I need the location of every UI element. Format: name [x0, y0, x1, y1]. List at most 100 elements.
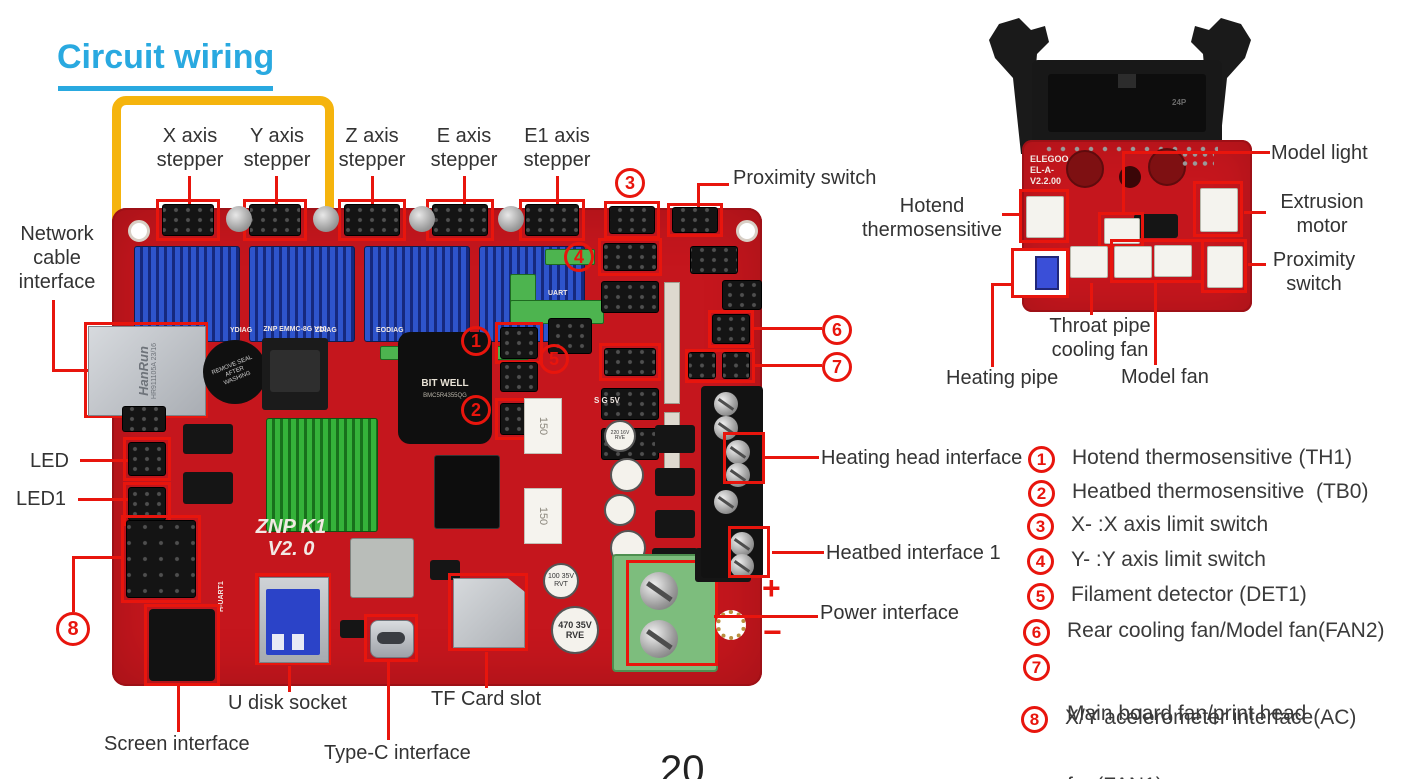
mid-connector — [500, 362, 538, 392]
terminal-screw — [730, 532, 754, 556]
label-heatbed: Heatbed interface 1 — [826, 542, 1001, 564]
mosfet — [655, 510, 695, 538]
printhead-silkscreen: ELEGOO EL-A- V2.2.00 — [1030, 154, 1069, 186]
hotend-thermo-box — [1019, 189, 1069, 243]
e-stepper-connector — [432, 204, 488, 236]
capacitor — [226, 206, 252, 232]
det1-box — [599, 343, 661, 381]
leader-line — [80, 459, 128, 462]
inductor: 150 — [524, 488, 562, 544]
callout-number-6: 6 — [822, 315, 852, 345]
leader-line — [72, 556, 124, 559]
fan-connector — [722, 280, 762, 310]
legend-number-7: 7 — [1023, 654, 1050, 681]
det1-connector — [604, 348, 656, 376]
hotend-thermo-connector — [1026, 196, 1064, 238]
fan2-head-connector — [1154, 245, 1192, 277]
fan-connector — [690, 246, 738, 274]
label-heating-pipe: Heating pipe — [946, 367, 1059, 389]
model-fan-box — [1110, 239, 1204, 283]
extrusion-box — [1193, 181, 1243, 237]
terminal-screw — [730, 554, 754, 578]
capacitor — [610, 458, 644, 492]
memory-chip — [183, 472, 233, 504]
heatbed-box — [728, 526, 770, 578]
usb-contact — [272, 634, 284, 650]
leader-line — [387, 662, 390, 740]
leader-line — [991, 283, 1013, 286]
label-led: LED — [30, 450, 69, 472]
z-stepper-box — [338, 199, 406, 241]
legend-item-5: 5 Filament detector (DET1) — [1027, 583, 1307, 610]
label-extrusion: Extrusion motor — [1280, 191, 1364, 237]
tf-box — [448, 573, 528, 651]
leader-line — [697, 183, 729, 186]
proximity-connector-box — [667, 203, 723, 237]
page-title: Circuit wiring — [57, 38, 275, 76]
callout-number-1: 1 — [461, 326, 491, 356]
z-stepper-connector — [344, 204, 400, 236]
legend-number-5: 5 — [1027, 583, 1054, 610]
capacitor — [498, 206, 524, 232]
silkscreen-sg5v: S G 5V — [594, 396, 620, 405]
legend-number-2: 2 — [1028, 480, 1055, 507]
leader-line — [371, 176, 374, 204]
heating-head-box — [723, 432, 765, 484]
th1-connector — [500, 327, 538, 359]
legend-item-3: 3 X- :X axis limit switch — [1027, 513, 1268, 540]
leader-line — [188, 176, 191, 204]
legend-item-8: 8 X/Y acelerometer interface(AC) — [1021, 706, 1356, 733]
leader-line — [1002, 213, 1022, 216]
capacitor-470: 470 35V RVE — [551, 606, 599, 654]
supercap-brand: BIT WELL — [421, 377, 469, 389]
terminal-screw — [714, 490, 738, 514]
buzzer-text: REMOVE SEAL AFTER WASHING — [211, 354, 254, 387]
leader-line — [275, 176, 278, 204]
ethernet-part-number: HR911105A 23/16 — [151, 342, 158, 400]
callout-number-5: 5 — [539, 344, 569, 374]
label-udisk: U disk socket — [228, 692, 347, 714]
leader-line — [1244, 211, 1266, 214]
legend-item-2: 2 Heatbed thermosensitive (TB0) — [1028, 480, 1368, 507]
legend-number-3: 3 — [1027, 513, 1054, 540]
e1-stepper-connector — [525, 204, 579, 236]
idc-key-notch — [1118, 74, 1136, 88]
leader-line — [485, 652, 488, 688]
legend-number-8: 8 — [1021, 706, 1048, 733]
mosfet — [655, 425, 695, 453]
screen-connector — [149, 609, 215, 681]
legend-item-1: 1 Hotend thermosensitive (TH1) — [1028, 446, 1352, 473]
limit-switch-connector — [609, 206, 655, 234]
idc-pin-row — [1042, 144, 1218, 154]
stepper-heatsink — [364, 246, 470, 342]
resistor-array — [664, 282, 680, 404]
terminal-screw — [726, 440, 750, 464]
capacitor — [409, 206, 435, 232]
mounting-hole — [128, 220, 150, 242]
inductor: 150 — [524, 398, 562, 454]
callout-number-8: 8 — [56, 612, 90, 646]
mosfet — [655, 468, 695, 496]
silkscreen-emmc: ZNP EMMC-8G V10 — [263, 326, 327, 333]
callout-number-3: 3 — [615, 168, 645, 198]
ethernet-brand: HanRun — [136, 346, 151, 396]
y-limit-connector — [603, 243, 657, 271]
silkscreen-uart: UART — [548, 290, 568, 297]
ic-chip — [340, 620, 366, 638]
power-screw — [640, 620, 678, 658]
page-number: 20 — [660, 748, 705, 779]
pin-header — [1180, 150, 1214, 168]
mounting-hole — [736, 220, 758, 242]
callout-number-4: 4 — [564, 242, 594, 272]
accelerometer-box — [121, 515, 201, 603]
leader-line — [52, 300, 55, 372]
stepper-heatsink — [249, 246, 355, 342]
callout-number-7: 7 — [822, 352, 852, 382]
fan2-head-connector — [1114, 246, 1152, 278]
leader-line — [714, 615, 818, 618]
capacitor — [604, 494, 636, 526]
power-minus: − — [763, 614, 782, 650]
